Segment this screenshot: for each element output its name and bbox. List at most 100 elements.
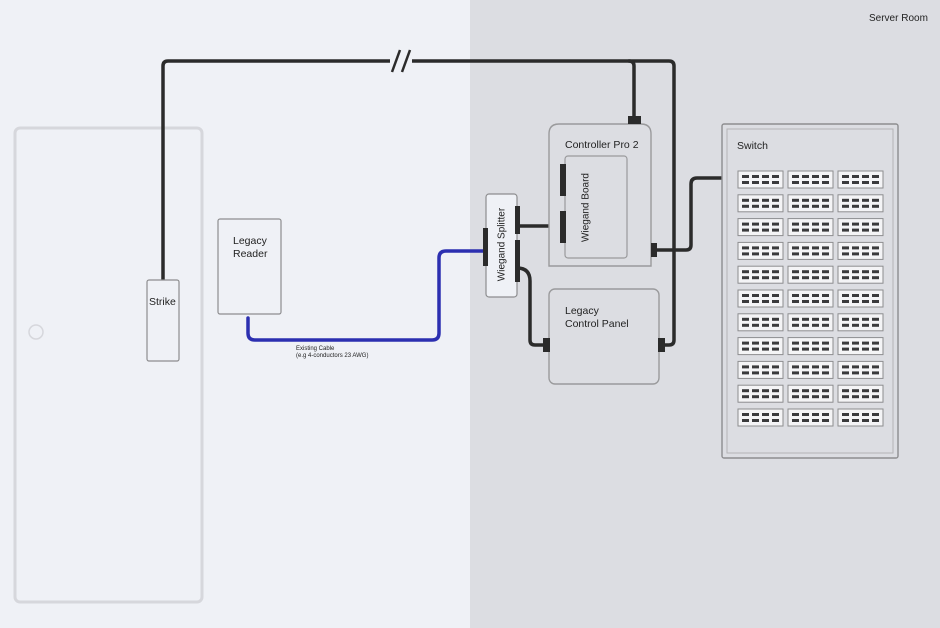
switch-port-pin (792, 228, 799, 232)
switch-port-pin (802, 204, 809, 208)
switch-port-pin (822, 300, 829, 303)
switch-port-pin (752, 181, 759, 184)
switch-port (837, 384, 884, 403)
switch-port-pin (812, 204, 819, 208)
switch-port-pin (802, 252, 809, 256)
switch-port-pin (852, 204, 859, 208)
switch-port-pin (772, 413, 779, 416)
switch-port-pin (862, 246, 869, 250)
switch-port-pin (762, 389, 769, 393)
splitter-to-panel-wire (515, 266, 547, 347)
switch-port-pin (752, 175, 759, 178)
switch-port-pin (822, 317, 829, 321)
switch-port-pin (752, 204, 759, 208)
switch-port-pin (812, 365, 819, 369)
switch-port-pin (812, 323, 819, 327)
switch-port-pin (742, 246, 749, 250)
switch-port-pin (802, 341, 809, 345)
switch-port (787, 360, 834, 379)
switch-port-pin (762, 276, 769, 280)
switch-port-pin (842, 222, 849, 226)
switch-port (737, 170, 784, 189)
switch-port-pin (812, 419, 819, 422)
switch-port-pin (842, 300, 849, 303)
switch-port-pin (852, 300, 859, 303)
switch-port-pin (852, 252, 859, 256)
switch-port-pin (792, 389, 799, 393)
switch-port (837, 289, 884, 308)
switch-port (787, 218, 834, 237)
switch-port-pin (852, 317, 859, 321)
splitter-output-port-top (515, 206, 520, 234)
switch-port-pin (842, 246, 849, 250)
switch-port-pin (822, 204, 829, 208)
switch-port-pin (822, 270, 829, 274)
switch-port-pin (802, 389, 809, 393)
switch-port-pin (852, 365, 859, 369)
switch-port-pin (792, 270, 799, 274)
switch-port-pin (862, 276, 869, 280)
switch-port (737, 313, 784, 332)
switch-port-pin (822, 347, 829, 351)
switch-port-pin (842, 294, 849, 297)
switch-port (787, 384, 834, 403)
strike-label: Strike (149, 296, 176, 308)
switch-port-pin (742, 181, 749, 184)
switch-port-pin (792, 204, 799, 208)
switch-port-pin (872, 317, 879, 321)
switch-port-pin (762, 222, 769, 226)
switch-port-pin (812, 389, 819, 393)
switch-port-pin (812, 198, 819, 202)
switch-port-pin (872, 341, 879, 345)
switch-port-pin (822, 228, 829, 232)
switch-port-pin (792, 419, 799, 422)
switch-port-pin (802, 413, 809, 416)
switch-inner-panel (726, 128, 894, 454)
switch-port-pin (872, 347, 879, 351)
switch-port-pin (742, 294, 749, 297)
switch-port-pin (862, 300, 869, 303)
switch-port-pin (822, 389, 829, 393)
switch-port-pin (872, 389, 879, 393)
switch-port-pin (762, 270, 769, 274)
switch-port-pin (872, 198, 879, 202)
switch-port-pin (822, 395, 829, 399)
switch-port-pin (872, 276, 879, 280)
switch-port-pin (772, 222, 779, 226)
legacy-reader (217, 218, 282, 315)
switch-port-pin (842, 175, 849, 178)
switch-port (737, 241, 784, 260)
switch-port-pin (752, 365, 759, 369)
panel-label-line1: Legacy (565, 305, 599, 317)
switch-port-pin (742, 341, 749, 345)
switch-port-pin (792, 413, 799, 416)
board-bottom-connector (560, 211, 566, 243)
reader-label-line1: Legacy (233, 235, 267, 247)
switch-port-pin (742, 198, 749, 202)
switch-port-pin (862, 228, 869, 232)
switch-port-pin (852, 246, 859, 250)
switch-port-pin (872, 294, 879, 297)
switch-port-pin (842, 204, 849, 208)
switch-port-pin (772, 270, 779, 274)
switch-port-pin (802, 395, 809, 399)
switch-port-pin (752, 228, 759, 232)
switch-port-pin (862, 222, 869, 226)
switch-port-pin (862, 198, 869, 202)
switch-port (737, 384, 784, 403)
switch-port (737, 337, 784, 356)
switch-port-pin (872, 395, 879, 399)
switch-port-pin (862, 413, 869, 416)
switch-port-pin (762, 323, 769, 327)
switch-port-pin (872, 300, 879, 303)
switch-port-pin (822, 198, 829, 202)
switch-port-pin (862, 347, 869, 351)
switch-port-pin (742, 317, 749, 321)
switch-port (737, 194, 784, 213)
switch-port-pin (752, 198, 759, 202)
switch-port-pin (792, 341, 799, 345)
switch-port-pin (842, 317, 849, 321)
switch-port-pin (802, 276, 809, 280)
switch-port-pin (752, 252, 759, 256)
controller-side-port (651, 243, 657, 257)
